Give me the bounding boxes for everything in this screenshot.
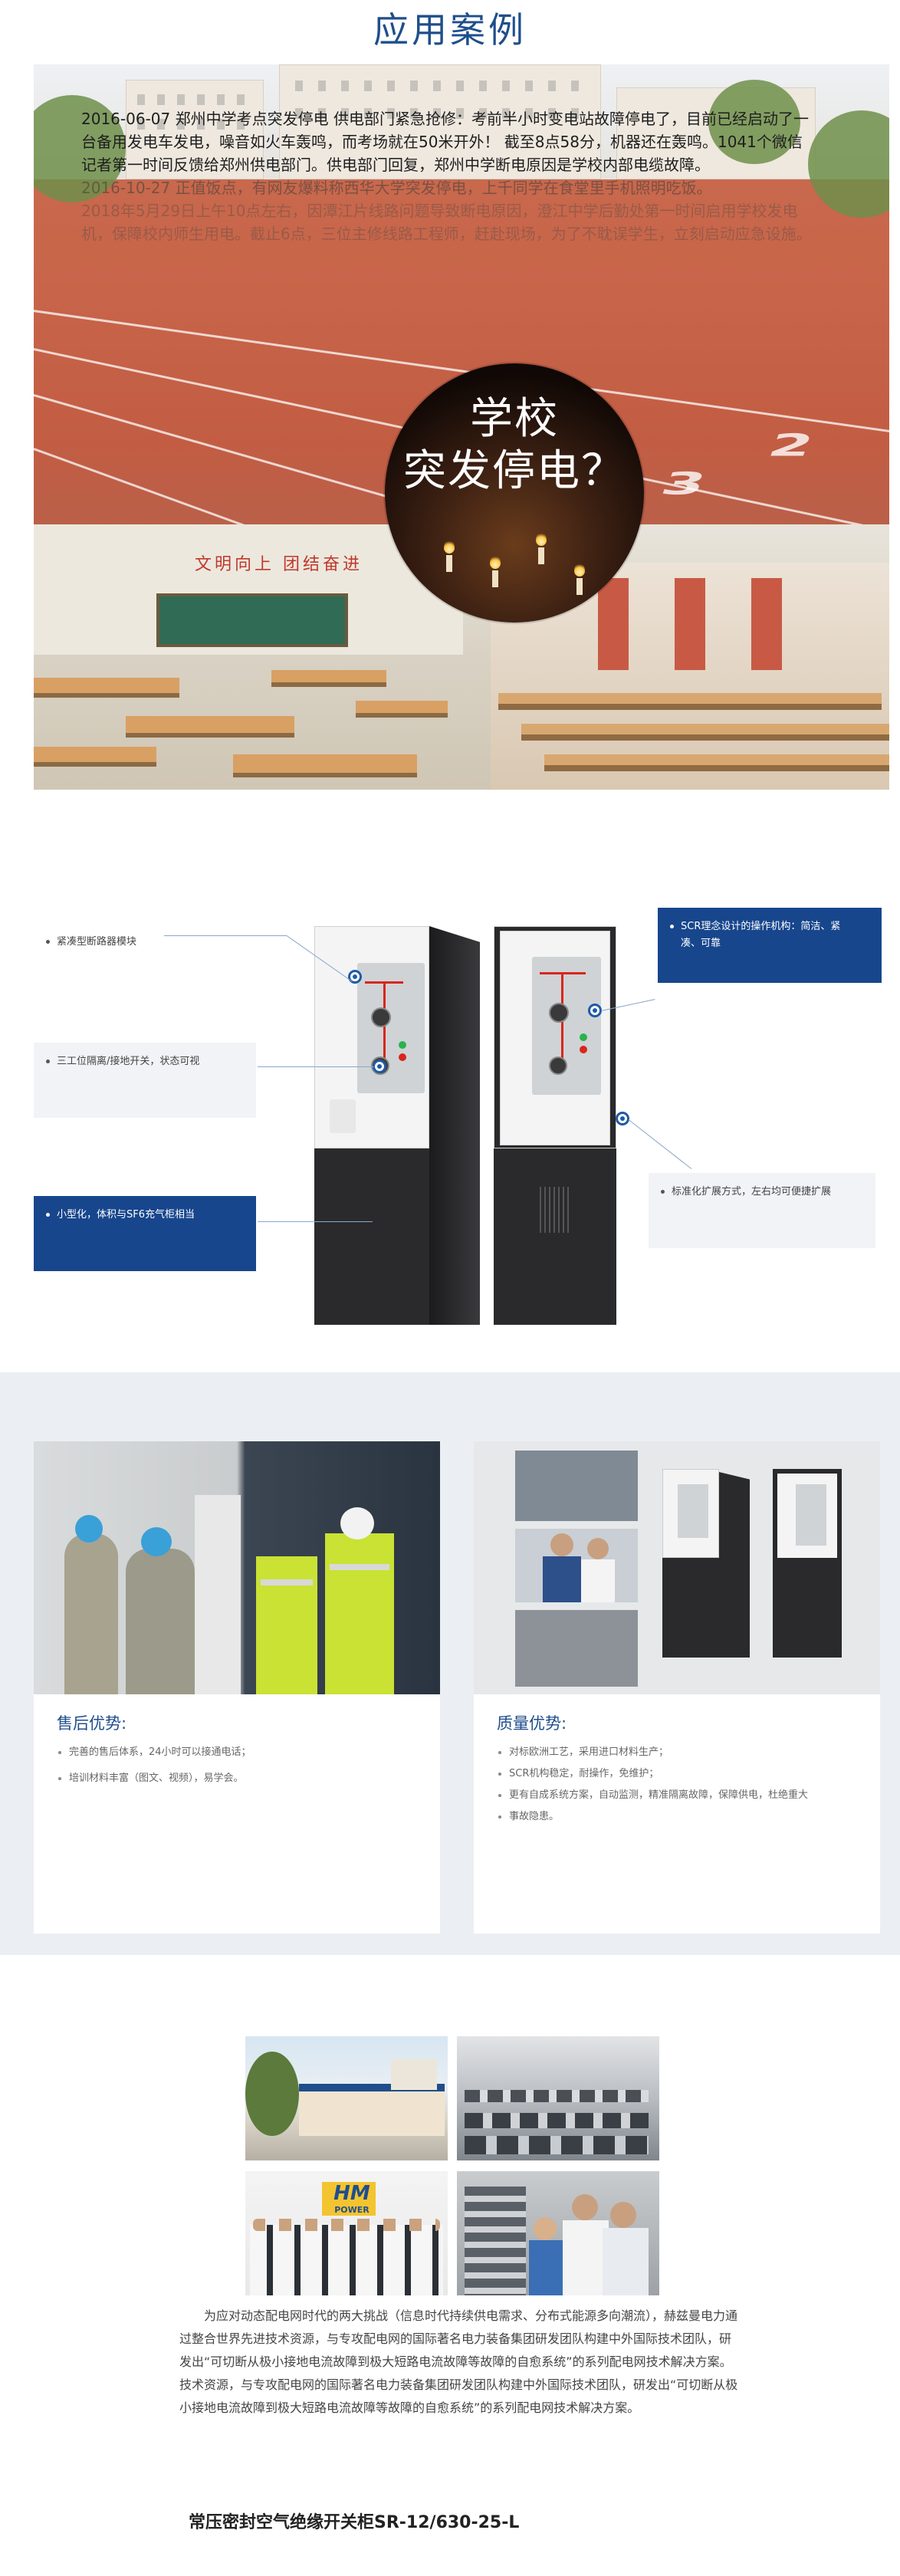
callout-text: 小型化，体积与SF6充气柜相当 — [57, 1209, 195, 1221]
company-logo: HM — [333, 2182, 370, 2205]
callout-operating-mechanism: SCR理念设计的操作机构：简洁、紧凑、可靠 — [658, 908, 882, 983]
circle-headline-line1: 学校 — [470, 394, 559, 444]
classroom-slogan: 文明向上 团结奋进 — [195, 555, 363, 574]
cases-hero-image: 3 2 文明向上 团结奋进 学校 突发停电？ — [34, 64, 889, 790]
hero-building-left — [126, 80, 264, 179]
callout-text: 三工位隔离/接地开关，状态可视 — [57, 1056, 200, 1067]
callout-text: 标准化扩展方式，左右均可便捷扩展 — [672, 1186, 832, 1198]
hero-tree — [708, 80, 800, 164]
blackboard — [156, 593, 348, 647]
feature-marker[interactable] — [373, 1060, 386, 1073]
cases-text: 2016-06-07 郑州中学考点突发停电 供电部门紧急抢修：考前半小时变电站故… — [81, 107, 817, 245]
quality-photo — [474, 1441, 880, 1694]
callout-text: SCR理念设计的操作机构：简洁、紧凑、可靠 — [681, 921, 841, 949]
company-logo-sub: POWER — [334, 2205, 370, 2215]
bullet-dot-icon — [46, 940, 50, 944]
callout-three-position-switch: 三工位隔离/接地开关，状态可视 — [34, 1043, 256, 1118]
advantages-section: 售后优势: 完善的售后体系，24小时可以接通电话； 培训材料丰富（图文、视频），… — [0, 1372, 900, 1955]
team-photo: HM POWER — [245, 2171, 448, 2295]
bullet-dot-icon — [670, 925, 674, 928]
cases-title: 应用案例 — [373, 9, 527, 51]
list-item: 更有自成系统方案，自动监测，精准隔离故障，保障供电，杜绝重大 — [497, 1785, 808, 1806]
case-paragraph: 2018年5月29日上午10点左右，因潭江片线路问题导致断电原因，澄江中学后勤处… — [81, 202, 812, 243]
case-paragraph: 2016-10-27 正值饭点，有网友爆料称西华大学突发停电，上千同学在食堂里手… — [81, 179, 712, 197]
list-item: 完善的售后体系，24小时可以接通电话； — [57, 1742, 251, 1763]
callout-expansion: 标准化扩展方式，左右均可便捷扩展 — [649, 1173, 875, 1248]
engineers-photo — [457, 2171, 659, 2295]
circle-headline-line2: 突发停电？ — [403, 446, 626, 496]
hero-tree — [34, 95, 126, 202]
feature-marker[interactable] — [588, 1004, 602, 1017]
cabinet-cutaway-view — [494, 926, 616, 1325]
after-sales-photo — [34, 1441, 440, 1694]
company-description: 为应对动态配电网时代的两大挑战（信息时代持续供电需求、分布式能源多向潮流），赫兹… — [179, 2308, 738, 2415]
hero-tree — [808, 110, 889, 218]
quality-card: 质量优势: 对标欧洲工艺，采用进口材料生产； SCR机构稳定，耐操作，免维护； … — [474, 1441, 880, 1934]
bullet-dot-icon — [661, 1190, 665, 1194]
feature-marker[interactable] — [616, 1112, 629, 1125]
cabinet-front-view — [314, 926, 480, 1325]
product-name: 常压密封空气绝缘开关柜SR-12/630-25-L — [189, 2513, 520, 2532]
cabinet-features-section: 紧凑型断路器模块 三工位隔离/接地开关，状态可视 小型化，体积与SF6充气柜相当… — [0, 790, 900, 1372]
feature-marker[interactable] — [348, 970, 362, 984]
after-sales-list: 完善的售后体系，24小时可以接通电话； 培训材料丰富（图文、视频），易学会。 — [57, 1742, 251, 1789]
callout-text: 紧凑型断路器模块 — [57, 936, 137, 948]
quality-list: 对标欧洲工艺，采用进口材料生产； SCR机构稳定，耐操作，免维护； 更有自成系统… — [497, 1742, 808, 1828]
factory-exterior-photo — [245, 2036, 448, 2160]
blackout-candle-circle: 学校 突发停电？ — [385, 363, 644, 623]
list-item: 事故隐患。 — [497, 1806, 808, 1828]
list-item: 对标欧洲工艺，采用进口材料生产； — [497, 1742, 808, 1763]
list-item: SCR机构稳定，耐操作，免维护； — [497, 1763, 808, 1785]
company-section: HM POWER 为应对动态配电网时代的两大挑战（信息时代持续供电需求、分布式能… — [0, 1955, 900, 2576]
callout-circuit-breaker: 紧凑型断路器模块 — [34, 923, 176, 961]
after-sales-title: 售后优势: — [57, 1714, 127, 1733]
hero-building-center — [279, 64, 601, 179]
callout-compact-size: 小型化，体积与SF6充气柜相当 — [34, 1196, 256, 1271]
list-item: 培训材料丰富（图文、视频），易学会。 — [57, 1768, 251, 1789]
after-sales-card: 售后优势: 完善的售后体系，24小时可以接通电话； 培训材料丰富（图文、视频），… — [34, 1441, 440, 1934]
factory-workshop-photo — [457, 2036, 659, 2160]
quality-title: 质量优势: — [497, 1714, 567, 1733]
case-paragraph: 2016-06-07 郑州中学考点突发停电 供电部门紧急抢修：考前半小时变电站故… — [81, 110, 809, 174]
bullet-dot-icon — [46, 1060, 50, 1063]
bullet-dot-icon — [46, 1213, 50, 1217]
